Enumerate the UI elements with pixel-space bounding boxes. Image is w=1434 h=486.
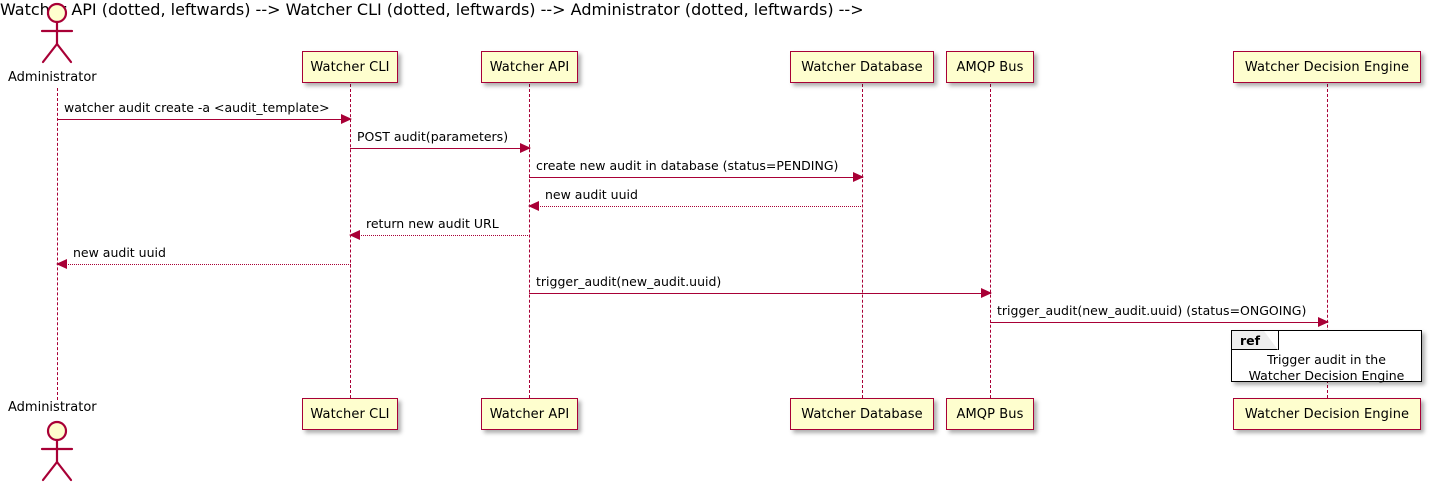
participant-watcher-database-top-label: Watcher Database xyxy=(801,59,923,75)
participant-watcher-api-top-label: Watcher API xyxy=(489,59,570,75)
participant-amqp-bus-bottom[interactable]: AMQP Bus xyxy=(946,398,1034,430)
ref-fragment-tab: ref xyxy=(1232,331,1280,350)
participant-watcher-database-bottom[interactable]: Watcher Database xyxy=(790,398,934,430)
arrowhead-left-icon xyxy=(528,200,539,211)
message-label: watcher audit create -a <audit_template> xyxy=(64,100,330,115)
participant-amqp-bus-top[interactable]: AMQP Bus xyxy=(946,51,1034,83)
actor-administrator-top-label: Administrator xyxy=(8,70,97,85)
participant-amqp-bus-bottom-label: AMQP Bus xyxy=(956,406,1024,422)
message-line xyxy=(529,206,863,207)
participant-watcher-api-top[interactable]: Watcher API xyxy=(481,51,578,83)
message-line xyxy=(529,177,863,178)
ref-tab-notch-icon xyxy=(1264,331,1279,350)
arrowhead-right-icon xyxy=(520,142,531,153)
arrowhead-right-icon xyxy=(981,287,992,298)
message-line xyxy=(57,264,351,265)
actor-administrator-bottom-label: Administrator xyxy=(8,400,97,415)
ref-fragment-line-1: Trigger audit in the xyxy=(1267,352,1386,367)
participant-watcher-cli-bottom[interactable]: Watcher CLI xyxy=(302,398,398,430)
message-line xyxy=(529,293,991,294)
arrowhead-right-icon xyxy=(853,171,864,182)
participant-watcher-decision-engine-bottom-label: Watcher Decision Engine xyxy=(1244,406,1410,422)
message-label: new audit uuid xyxy=(73,245,166,260)
message-label: create new audit in database (status=PEN… xyxy=(536,158,839,173)
message-label: trigger_audit(new_audit.uuid) (status=ON… xyxy=(997,303,1307,318)
participant-watcher-database-bottom-label: Watcher Database xyxy=(801,406,923,422)
ref-fragment-body: Trigger audit in the Watcher Decision En… xyxy=(1232,352,1421,384)
participant-amqp-bus-top-label: AMQP Bus xyxy=(956,59,1024,75)
participant-watcher-cli-top[interactable]: Watcher CLI xyxy=(302,51,398,83)
message-line xyxy=(350,235,530,236)
ref-fragment-trigger-audit: ref Trigger audit in the Watcher Decisio… xyxy=(1231,330,1422,384)
lifeline-amqp-bus xyxy=(990,84,991,398)
arrowhead-left-icon xyxy=(349,229,360,240)
lifeline-watcher-cli xyxy=(350,84,351,398)
lifeline-watcher-decision-engine xyxy=(1327,84,1328,398)
message-label: trigger_audit(new_audit.uuid) xyxy=(536,274,722,289)
participant-watcher-decision-engine-bottom[interactable]: Watcher Decision Engine xyxy=(1233,398,1421,430)
participant-watcher-api-bottom-label: Watcher API xyxy=(489,406,570,422)
message-label: POST audit(parameters) xyxy=(357,129,509,144)
participant-watcher-api-bottom[interactable]: Watcher API xyxy=(481,398,578,430)
message-label: new audit uuid xyxy=(545,187,638,202)
lifeline-watcher-database xyxy=(862,84,863,398)
participant-watcher-database-top[interactable]: Watcher Database xyxy=(790,51,934,83)
message-label: return new audit URL xyxy=(366,216,499,231)
participant-watcher-cli-bottom-label: Watcher CLI xyxy=(310,406,390,422)
arrowhead-right-icon xyxy=(341,113,352,124)
message-line xyxy=(990,322,1328,323)
actor-administrator-top-icon xyxy=(40,2,74,64)
participant-watcher-decision-engine-top[interactable]: Watcher Decision Engine xyxy=(1233,51,1421,83)
lifeline-administrator xyxy=(57,88,58,400)
actor-administrator-bottom-icon xyxy=(40,420,74,482)
lifeline-watcher-api xyxy=(529,84,530,398)
arrowhead-right-icon xyxy=(1318,316,1329,327)
participant-watcher-cli-top-label: Watcher CLI xyxy=(310,59,390,75)
arrowhead-left-icon xyxy=(56,258,67,269)
ref-fragment-tab-label: ref xyxy=(1240,332,1261,348)
participant-watcher-decision-engine-top-label: Watcher Decision Engine xyxy=(1244,59,1410,75)
message-line xyxy=(350,148,530,149)
message-line xyxy=(57,119,351,120)
ref-fragment-line-2: Watcher Decision Engine xyxy=(1248,368,1405,383)
